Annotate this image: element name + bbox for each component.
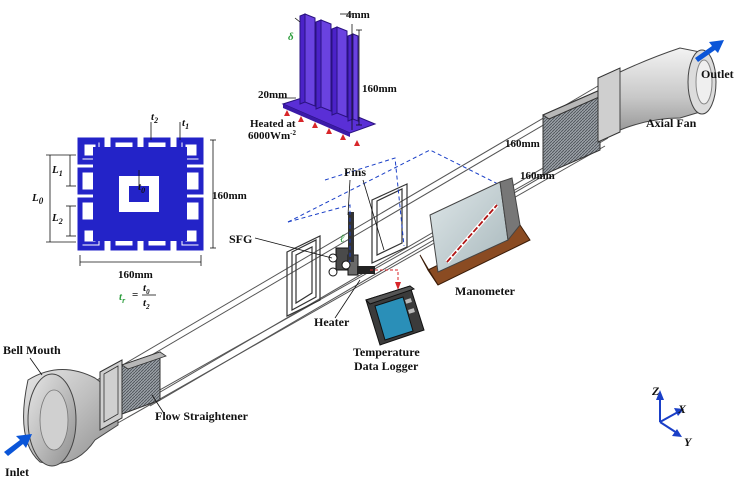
temperature-label: Temperature — [353, 345, 420, 359]
flow-straightener — [121, 351, 167, 415]
frame-right — [371, 183, 408, 264]
heater-label: Heater — [314, 315, 350, 329]
heated-label-2: 6000Wm-2 — [248, 129, 297, 142]
axis-z-label: Z — [651, 384, 660, 398]
sfg-pattern — [46, 122, 216, 266]
tr-numerator: t0 — [143, 282, 150, 296]
fin-delta: δ — [288, 31, 294, 43]
fins-inset — [278, 13, 377, 146]
axial-fan — [597, 47, 717, 143]
inlet-arrow — [4, 434, 32, 456]
fan-straightener — [541, 89, 608, 176]
duct-height: 160mm — [520, 170, 555, 182]
inlet-label: Inlet — [5, 465, 29, 479]
pattern-dimension-labels: t2 t1 t0 L1 L0 L2 160mm 160mm tr = t0 t2 — [31, 111, 247, 311]
tr-denominator: t2 — [143, 297, 150, 311]
pattern-t0: t0 — [138, 181, 145, 195]
duct-width: 160mm — [505, 138, 540, 150]
flow-straightener-label: Flow Straightener — [155, 409, 249, 423]
bell-mouth-label: Bell Mouth — [3, 343, 61, 357]
duct-dimension-labels: 160mm 160mm — [505, 138, 555, 182]
text-labels: Outlet Axial Fan Fins Heated at 6000Wm-2… — [3, 67, 734, 479]
inlet-frame — [99, 359, 123, 431]
temperature-logger — [365, 285, 425, 346]
pattern-L1: L1 — [51, 164, 63, 178]
heated-label-1: Heated at — [250, 118, 296, 130]
sfg-label: SFG — [229, 232, 252, 246]
axis-triad: Z X Y — [651, 384, 693, 449]
pattern-corners — [77, 137, 204, 251]
pattern-L0: L0 — [31, 192, 44, 206]
outlet-arrow — [695, 40, 724, 62]
tr-equals: = — [132, 289, 138, 301]
axis-x-label: X — [677, 402, 687, 416]
fin-height: 160mm — [362, 83, 397, 95]
manometer — [419, 177, 531, 286]
tr-lhs: tr — [119, 291, 126, 305]
fins-label: Fins — [344, 165, 366, 179]
manometer-label: Manometer — [455, 284, 516, 298]
fin-thickness: 4mm — [346, 9, 370, 21]
bell-mouth — [23, 369, 119, 467]
outlet-label: Outlet — [701, 67, 734, 81]
pattern-side: 160mm — [212, 190, 247, 202]
spacing-label: ℓ — [340, 233, 345, 245]
heat-arrows — [284, 110, 360, 146]
fin-dimension-labels: δ 4mm 160mm 20mm — [258, 9, 397, 101]
fin-base: 20mm — [258, 89, 287, 101]
pattern-t1: t1 — [182, 117, 189, 131]
data-logger-label: Data Logger — [354, 359, 419, 373]
pattern-bottom: 160mm — [118, 269, 153, 281]
axis-y-label: Y — [684, 435, 693, 449]
frame-left — [286, 235, 321, 317]
sfg-specimen — [328, 212, 375, 277]
leader-lines — [29, 179, 385, 416]
duct-rails — [91, 85, 609, 425]
pattern-t2: t2 — [151, 111, 158, 125]
pattern-L2: L2 — [51, 212, 63, 226]
axial-fan-label: Axial Fan — [646, 116, 697, 130]
